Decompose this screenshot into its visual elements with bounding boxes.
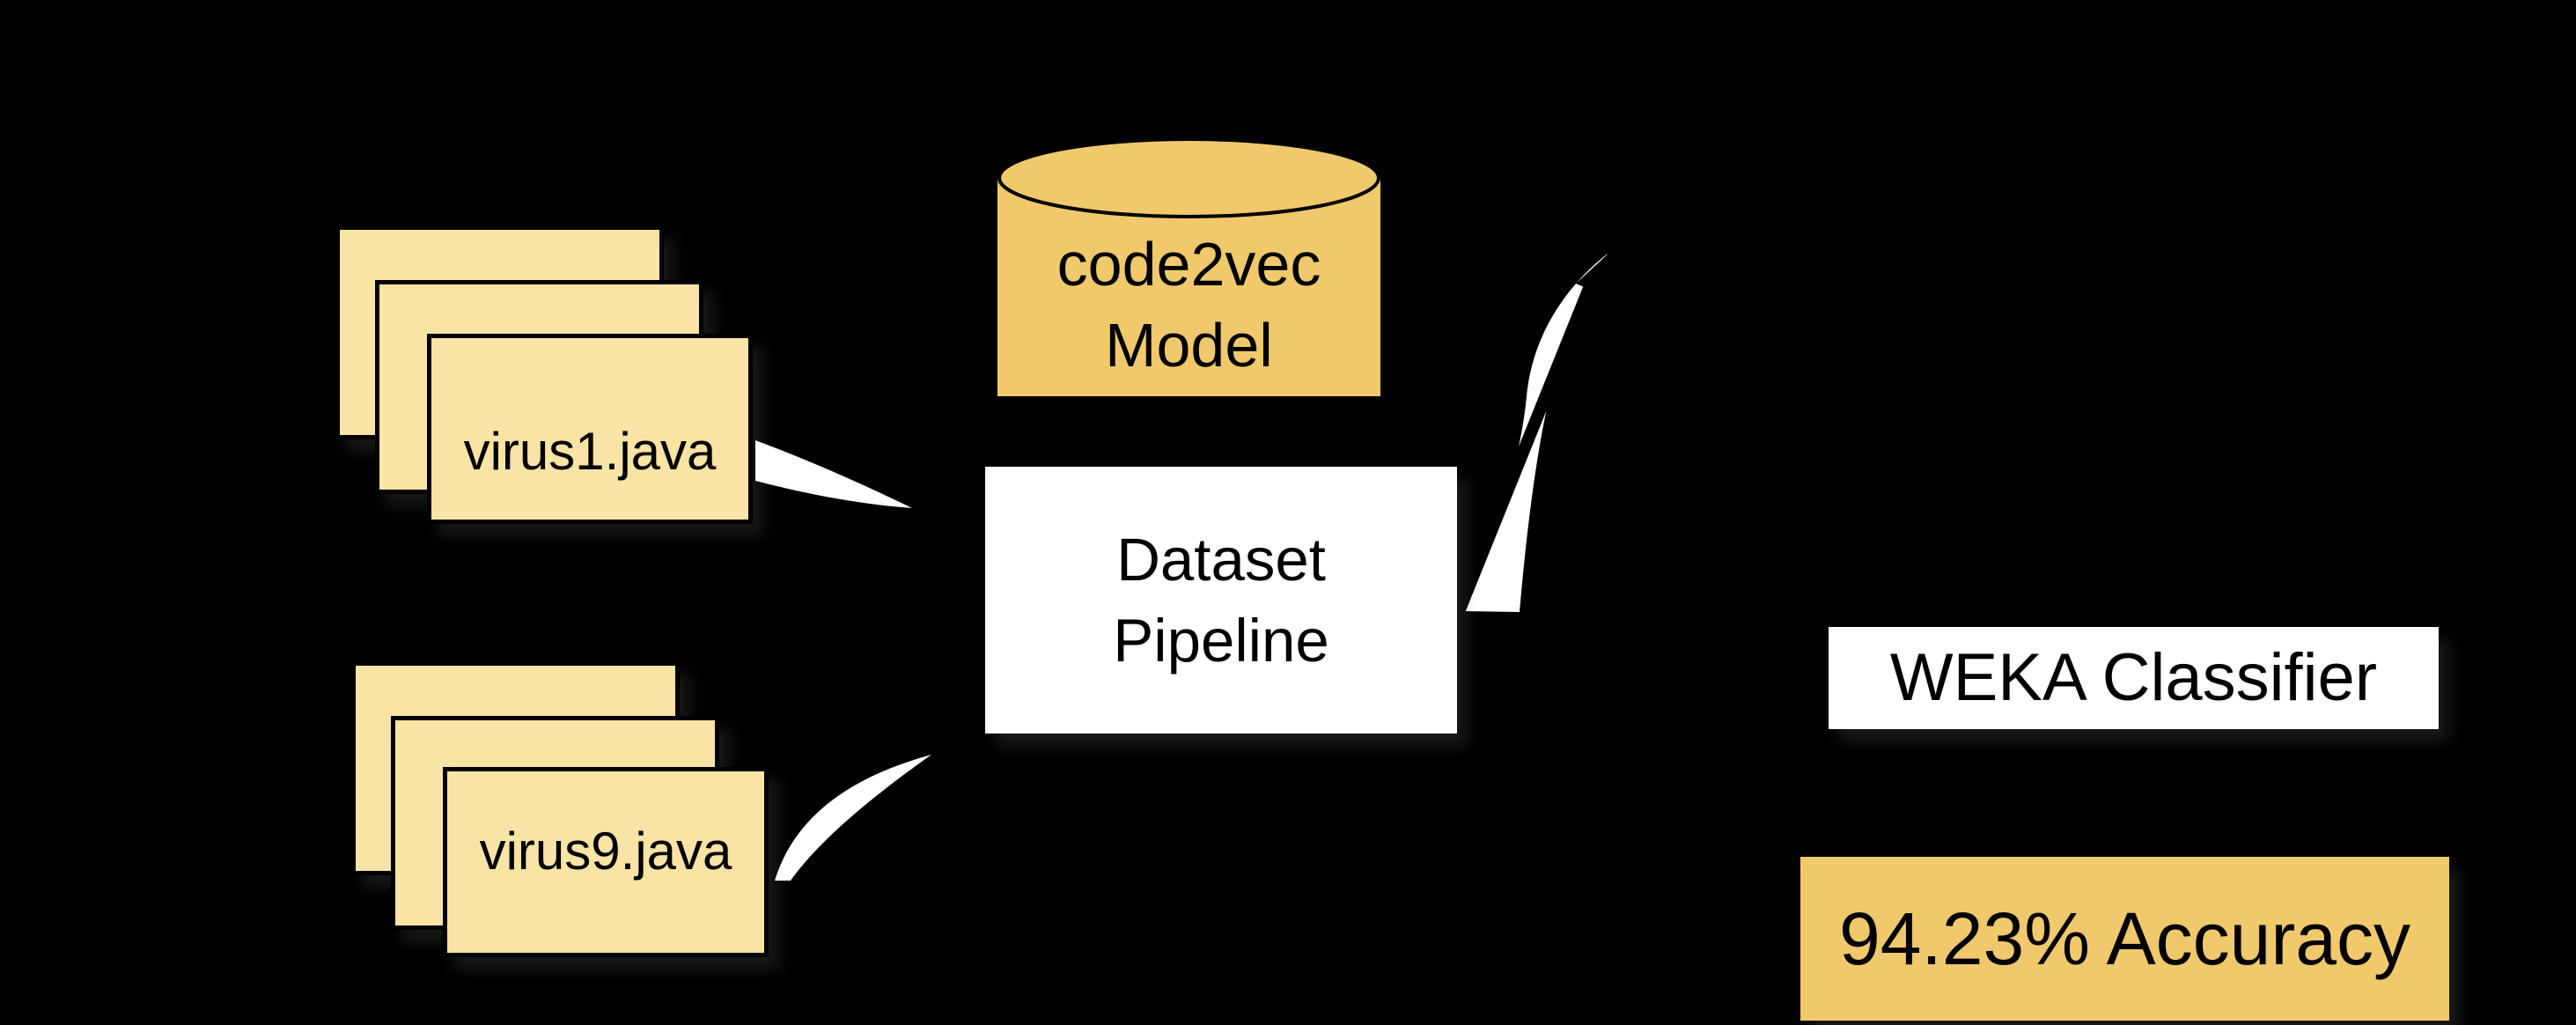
arrow-files-bottom-to-pipeline xyxy=(775,755,931,881)
cylinder-top-ellipse xyxy=(997,137,1380,218)
file-card-label: virus1.java xyxy=(463,422,717,481)
database-cylinder-icon xyxy=(997,137,1380,396)
dataset-pipeline-node: Dataset Pipeline xyxy=(985,467,1457,734)
arrow-files-top-to-pipeline xyxy=(755,440,912,508)
black-arrowhead-icon xyxy=(1576,251,1612,299)
accuracy-result-node: 94.23% Accuracy xyxy=(1800,857,2449,1021)
weka-classifier-label: WEKA Classifier xyxy=(1889,640,2378,715)
pipeline-label-line1: Dataset xyxy=(1116,525,1326,594)
code2vec-label-line2: Model xyxy=(1105,311,1273,380)
file-card-front: virus9.java xyxy=(443,767,769,957)
pipeline-label-line2: Pipeline xyxy=(1113,606,1329,675)
code2vec-label-line1: code2vec xyxy=(1056,230,1321,299)
black-arrow-shaft xyxy=(1446,270,1601,630)
accuracy-label: 94.23% Accuracy xyxy=(1838,897,2411,980)
file-card-front: virus1.java xyxy=(427,334,753,524)
weka-classifier-node: WEKA Classifier xyxy=(1829,627,2439,729)
arrow-pipeline-output-up-right xyxy=(1446,251,1612,630)
file-card-label: virus9.java xyxy=(479,822,732,881)
code2vec-model-node: code2vec Model xyxy=(997,195,1380,414)
